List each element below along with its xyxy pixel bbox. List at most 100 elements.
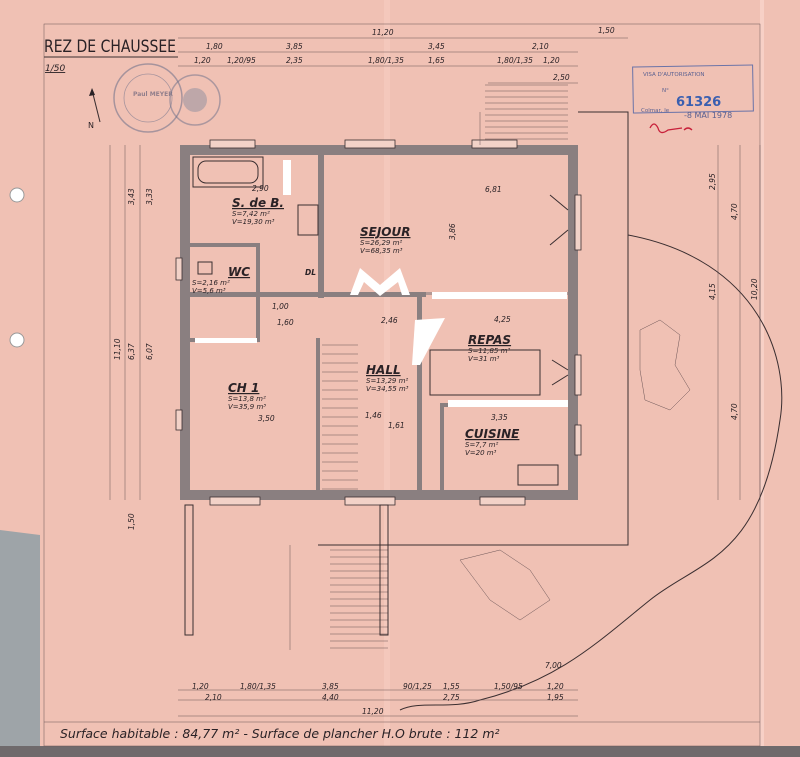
svg-text:1,00: 1,00 xyxy=(272,302,289,311)
svg-text:3,35: 3,35 xyxy=(491,413,508,422)
bottom-edge xyxy=(0,746,800,757)
closet-label: DL xyxy=(305,268,316,277)
svg-text:4,15: 4,15 xyxy=(708,283,717,300)
svg-text:1,80: 1,80 xyxy=(206,42,223,51)
svg-text:11,10: 11,10 xyxy=(113,338,122,360)
svg-text:3,43: 3,43 xyxy=(127,188,136,205)
room-s-de-b: S. de B.S=7,42 m²V=19,30 m³ xyxy=(232,196,284,226)
north-arrow-icon: N xyxy=(88,88,101,130)
redaction-marks xyxy=(195,160,568,407)
svg-text:4,25: 4,25 xyxy=(494,315,511,324)
inner-dimensions: 6,81 3,86 4,25 3,35 2,46 1,60 1,00 1,46 … xyxy=(252,184,511,430)
svg-text:N: N xyxy=(88,121,94,130)
svg-text:11,20: 11,20 xyxy=(372,28,394,37)
svg-text:10,20: 10,20 xyxy=(750,278,759,300)
plan-scale: 1/50 xyxy=(45,64,65,74)
room-surface: S=7,42 m² xyxy=(232,210,270,218)
svg-text:3,85: 3,85 xyxy=(286,42,303,51)
svg-text:1,80/1,35: 1,80/1,35 xyxy=(368,56,404,65)
exterior-stairs xyxy=(330,84,568,649)
room-surface: S=7,7 m² xyxy=(465,441,498,449)
svg-text:1,50: 1,50 xyxy=(127,513,136,530)
windows xyxy=(175,139,582,506)
room-volume: V=34,55 m³ xyxy=(366,385,409,393)
room-volume: V=31 m³ xyxy=(468,355,500,363)
svg-text:11,20: 11,20 xyxy=(362,707,384,716)
svg-text:4,70: 4,70 xyxy=(730,203,739,220)
svg-text:2,75: 2,75 xyxy=(443,693,460,702)
room-wc: WCS=2,16 m²V=5,6 m³ xyxy=(192,265,250,295)
svg-text:1,20: 1,20 xyxy=(543,56,560,65)
room-volume: V=35,9 m³ xyxy=(228,403,266,411)
bottom-dimensions: 1,20 1,80/1,35 3,85 90/1,25 1,55 1,50/95… xyxy=(178,661,578,717)
svg-text:2,46: 2,46 xyxy=(381,316,398,325)
svg-text:1,61: 1,61 xyxy=(388,421,405,430)
svg-text:2,90: 2,90 xyxy=(252,184,269,193)
top-dimensions: 11,20 1,50 1,80 3,85 3,45 2,10 1,20 1,20… xyxy=(178,26,628,84)
punch-hole xyxy=(9,332,25,348)
room-surface: S=26,29 m² xyxy=(360,239,402,247)
surface-summary: Surface habitable : 84,77 m² - Surface d… xyxy=(60,726,500,741)
svg-text:3,86: 3,86 xyxy=(448,223,457,240)
room-name: HALL xyxy=(366,363,401,377)
svg-text:1,20: 1,20 xyxy=(194,56,211,65)
svg-text:1,65: 1,65 xyxy=(428,56,445,65)
punch-hole xyxy=(9,187,25,203)
svg-text:3,33: 3,33 xyxy=(145,188,154,205)
room-ch-1: CH 1S=13,8 m²V=35,9 m³ xyxy=(228,381,266,411)
room-surface: S=2,16 m² xyxy=(192,279,230,287)
signature xyxy=(649,123,693,134)
commune-stamp xyxy=(169,74,221,126)
svg-text:VISA D'AUTORISATION: VISA D'AUTORISATION xyxy=(643,72,705,78)
permit-date: -8 MAI 1978 xyxy=(684,111,732,120)
svg-text:2,10: 2,10 xyxy=(205,693,222,702)
room-name: SEJOUR xyxy=(360,225,411,239)
svg-text:1,20: 1,20 xyxy=(192,682,209,691)
svg-text:2,50: 2,50 xyxy=(553,73,570,82)
svg-text:1,95: 1,95 xyxy=(547,693,564,702)
room-name: S. de B. xyxy=(232,196,284,210)
svg-text:1,50/95: 1,50/95 xyxy=(494,682,523,691)
svg-text:1,46: 1,46 xyxy=(365,411,382,420)
svg-text:90/1,25: 90/1,25 xyxy=(403,682,432,691)
left-dimensions: 3,43 3,33 6,37 6,07 11,10 1,50 xyxy=(109,145,154,530)
architect-stamp: Paul MEYER xyxy=(113,63,183,133)
svg-text:1,80/1,35: 1,80/1,35 xyxy=(240,682,276,691)
svg-text:1,55: 1,55 xyxy=(443,682,460,691)
svg-text:3,45: 3,45 xyxy=(428,42,445,51)
svg-text:1,80/1,35: 1,80/1,35 xyxy=(497,56,533,65)
svg-text:1,50: 1,50 xyxy=(598,26,615,35)
svg-text:7,00: 7,00 xyxy=(545,661,562,670)
fixtures xyxy=(192,156,569,486)
approval-stamp: VISA D'AUTORISATION N° 61326 Colmar, le … xyxy=(632,64,754,120)
svg-text:Paul MEYER: Paul MEYER xyxy=(133,91,173,98)
permit-number: 61326 xyxy=(676,95,721,110)
backdrop xyxy=(0,530,40,757)
room-surface: S=11,85 m² xyxy=(468,347,510,355)
room-surface: S=13,29 m² xyxy=(366,377,408,385)
right-dimensions: 2,95 4,70 4,15 4,70 10,20 xyxy=(708,145,761,500)
svg-text:3,85: 3,85 xyxy=(322,682,339,691)
room-surface: S=13,8 m² xyxy=(228,395,266,403)
room-volume: V=5,6 m³ xyxy=(192,287,226,295)
room-volume: V=68,35 m³ xyxy=(360,247,403,255)
svg-text:1,20: 1,20 xyxy=(547,682,564,691)
fold-line xyxy=(760,0,764,746)
svg-text:3,50: 3,50 xyxy=(258,414,275,423)
svg-text:Colmar, le: Colmar, le xyxy=(641,108,670,114)
svg-text:2,10: 2,10 xyxy=(532,42,549,51)
svg-text:1,60: 1,60 xyxy=(277,318,294,327)
svg-text:4,40: 4,40 xyxy=(322,693,339,702)
room-name: CH 1 xyxy=(228,381,259,395)
svg-text:6,81: 6,81 xyxy=(485,185,502,194)
svg-text:6,37: 6,37 xyxy=(127,343,136,360)
svg-text:1,20/95: 1,20/95 xyxy=(227,56,256,65)
svg-text:6,07: 6,07 xyxy=(145,343,154,360)
svg-text:2,35: 2,35 xyxy=(286,56,303,65)
